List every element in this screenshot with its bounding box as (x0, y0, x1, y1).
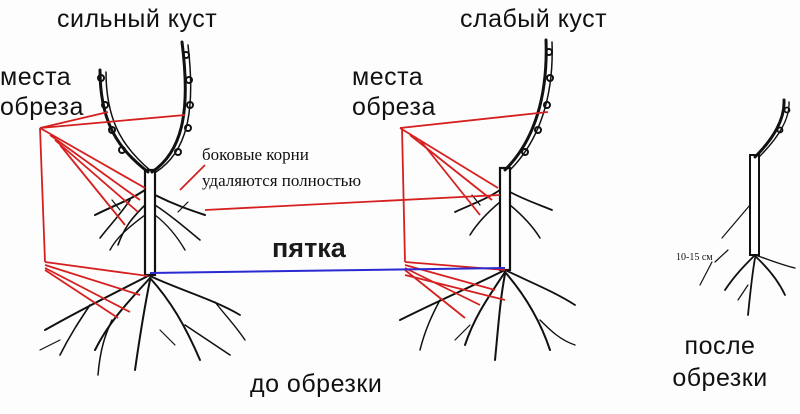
weak-cut-places-line1: места (352, 63, 424, 91)
measure-label: 10-15 см (676, 252, 713, 263)
weak-bush-title: слабый куст (460, 5, 608, 33)
pruned-bush-plant (699, 98, 796, 316)
weak-cut-places-line2: обреза (352, 93, 436, 121)
after-pruning-line1: после (684, 332, 756, 360)
after-pruning-line2: обрезки (672, 364, 768, 392)
weak-cut-places-label: места обреза (352, 62, 436, 122)
side-roots-note: боковые корни удаляются полностью (202, 142, 361, 194)
before-pruning-caption: до обрезки (250, 370, 383, 398)
heel-line (149, 267, 506, 274)
strong-cut-places-label: места обреза (0, 62, 84, 122)
after-pruning-caption: после обрезки (660, 330, 780, 394)
heel-label: пятка (272, 233, 346, 263)
cut-pointer-lines (39, 111, 549, 319)
strong-cut-places-line2: обреза (0, 93, 84, 121)
side-roots-note-line1: боковые корни (202, 145, 309, 164)
strong-cut-places-line1: места (0, 63, 72, 91)
side-roots-note-line2: удаляются полностью (202, 171, 362, 190)
strong-bush-plant (39, 40, 246, 376)
weak-bush-plant (399, 38, 576, 361)
strong-bush-title: сильный куст (57, 5, 218, 33)
